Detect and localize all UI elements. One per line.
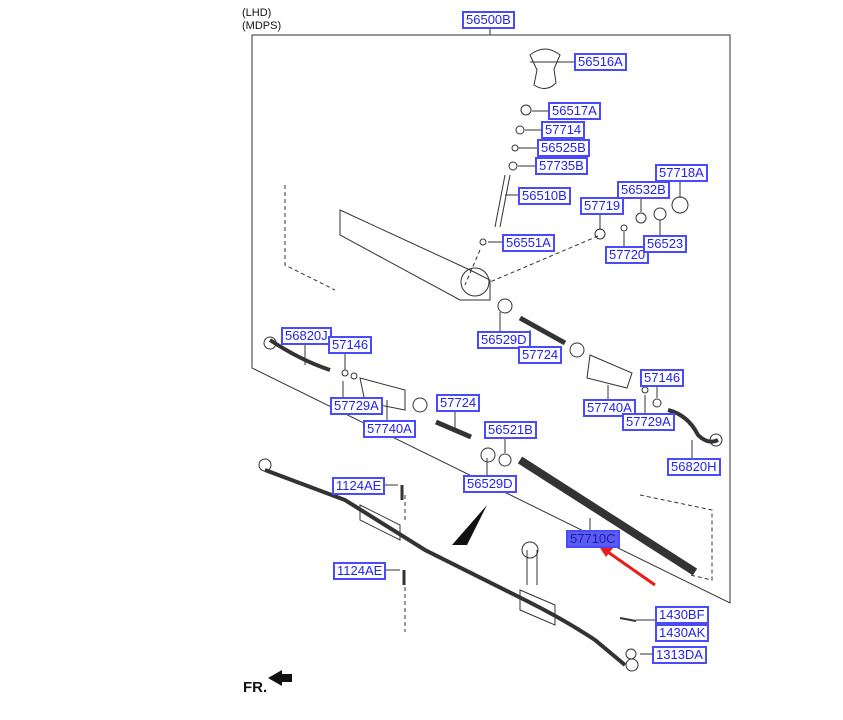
- assembly-view: [264, 468, 627, 667]
- part-label-56525B[interactable]: 56525B: [537, 139, 590, 157]
- bellows-right: [586, 354, 633, 389]
- part-label-56529D-lower[interactable]: 56529D: [463, 475, 517, 493]
- part-label-56517A[interactable]: 56517A: [548, 102, 601, 120]
- gear-box-housing: [339, 209, 491, 301]
- part-label-56820H[interactable]: 56820H: [667, 458, 721, 476]
- part-label-57729A[interactable]: 57729A: [330, 397, 383, 415]
- part-label-1430AK[interactable]: 1430AK: [655, 624, 710, 642]
- part-label-56529D[interactable]: 56529D: [477, 331, 531, 349]
- part-label-57719[interactable]: 57719: [580, 197, 625, 215]
- assembly-frame: [251, 27, 731, 604]
- part-label-56510B[interactable]: 56510B: [518, 187, 571, 205]
- part-label-56523[interactable]: 56523: [643, 235, 688, 253]
- part-label-57740A[interactable]: 57740A: [363, 420, 416, 438]
- part-label-57718A[interactable]: 57718A: [655, 164, 708, 182]
- part-label-57710C-highlighted[interactable]: 57710C: [566, 530, 620, 548]
- part-label-57724-lower[interactable]: 57724: [436, 394, 481, 412]
- part-label-56521B[interactable]: 56521B: [484, 421, 537, 439]
- part-label-56500B[interactable]: 56500B: [462, 11, 515, 29]
- part-label-57714[interactable]: 57714: [541, 121, 586, 139]
- highlight-arrow: [598, 545, 656, 587]
- part-label-1124AE[interactable]: 1124AE: [332, 477, 386, 495]
- mdps-note: (MDPS): [242, 20, 282, 32]
- part-label-57146[interactable]: 57146: [328, 336, 373, 354]
- bellows-left: [359, 377, 406, 411]
- rack-bar: [517, 456, 698, 576]
- direction-wedge: [452, 505, 487, 545]
- front-arrow-icon: [268, 670, 292, 686]
- part-label-56532B[interactable]: 56532B: [617, 181, 670, 199]
- lhd-note: (LHD): [242, 7, 272, 19]
- part-label-57740A-right[interactable]: 57740A: [583, 399, 636, 417]
- part-label-57146-right[interactable]: 57146: [640, 369, 685, 387]
- tie-rod-end-right: [667, 408, 719, 444]
- boot-56516A: [529, 48, 561, 89]
- part-label-1430BF[interactable]: 1430BF: [655, 606, 709, 624]
- part-label-57735B[interactable]: 57735B: [535, 157, 588, 175]
- part-label-1313DA[interactable]: 1313DA: [652, 646, 707, 664]
- part-label-1124AE-lower[interactable]: 1124AE: [333, 562, 387, 580]
- part-label-57729A-right[interactable]: 57729A: [622, 413, 675, 431]
- front-indicator: FR.: [243, 679, 268, 696]
- part-label-56820J[interactable]: 56820J: [281, 327, 332, 345]
- part-label-57720[interactable]: 57720: [605, 246, 650, 264]
- pinion-shaft: [494, 174, 511, 228]
- part-label-56516A[interactable]: 56516A: [574, 53, 627, 71]
- part-label-57724[interactable]: 57724: [518, 346, 563, 364]
- part-label-56551A[interactable]: 56551A: [502, 234, 555, 252]
